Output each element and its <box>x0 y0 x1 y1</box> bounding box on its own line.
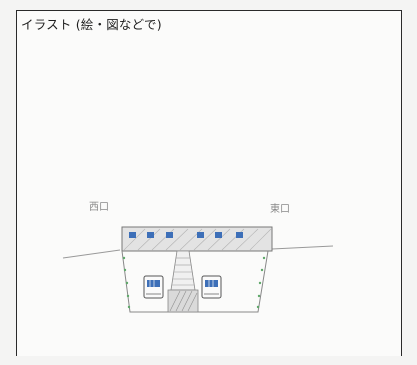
green-planting <box>122 256 266 309</box>
train-right <box>201 275 222 299</box>
stair-steps <box>172 257 194 286</box>
west-exit-label: 西口 <box>89 202 109 213</box>
building-windows <box>129 232 243 238</box>
section-heading: イラスト (絵・図などで) <box>21 17 162 32</box>
building-hatch <box>123 228 272 251</box>
platform-hatch <box>169 290 198 312</box>
train-left <box>143 275 164 299</box>
central-stairs <box>170 250 196 291</box>
east-exit-label: 東口 <box>270 202 290 215</box>
ground-line <box>62 245 334 259</box>
